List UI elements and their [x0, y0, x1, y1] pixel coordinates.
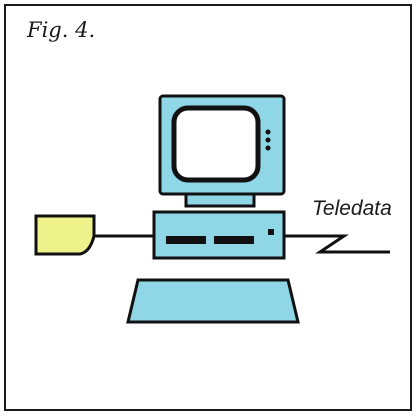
teledata-label: Teledata: [312, 197, 392, 220]
computer-case-icon: [152, 210, 286, 260]
figure-title: Fig. 4.: [27, 18, 96, 42]
keyboard-icon: [126, 278, 300, 324]
cable-icon: [94, 234, 390, 254]
card-reader-icon: [34, 214, 96, 256]
monitor-icon: [158, 94, 286, 208]
